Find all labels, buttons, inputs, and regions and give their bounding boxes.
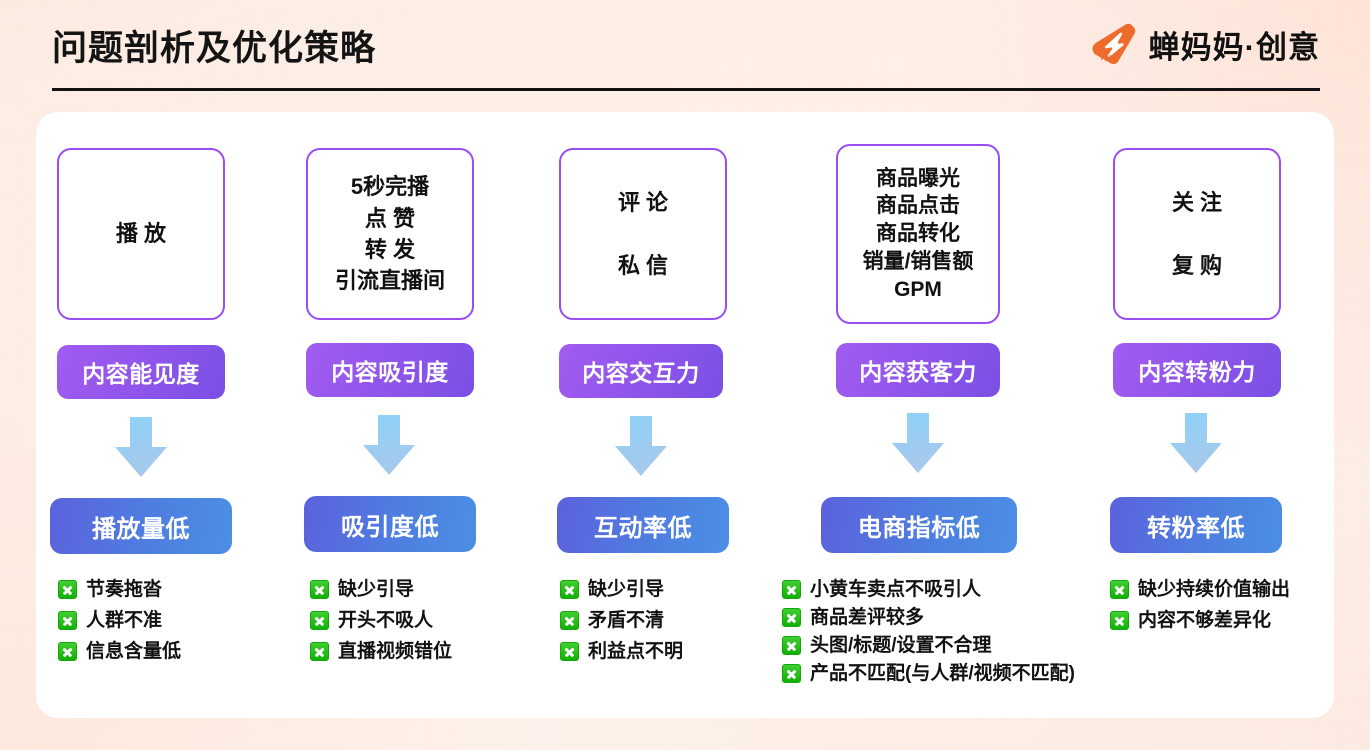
page-header: 问题剖析及优化策略 蝉妈妈·创意 — [0, 0, 1370, 95]
metric-text-4: 商品曝光 商品点击 商品转化 销量/销售额 GPM — [862, 166, 974, 301]
cross-icon — [58, 642, 77, 661]
issue-text: 节奏拖沓 — [86, 579, 163, 600]
issue-list-3: 缺少引导 矛盾不清 利益点不明 — [560, 580, 683, 673]
issue-text: 缺少引导 — [338, 579, 415, 600]
issue-text: 产品不匹配(与人群/视频不匹配) — [810, 663, 1075, 684]
problem-pill-3[interactable]: 互动率低 — [557, 497, 729, 553]
issue-text: 利益点不明 — [588, 641, 684, 662]
diagram-card: 播 放 内容能见度 播放量低 节奏拖沓 — [36, 112, 1334, 718]
issue-text: 开头不吸人 — [338, 610, 434, 631]
list-item: 直播视频错位 — [310, 642, 452, 661]
metric-box-4: 商品曝光 商品点击 商品转化 销量/销售额 GPM — [836, 144, 1000, 324]
page-title: 问题剖析及优化策略 — [52, 29, 377, 68]
problem-pill-1[interactable]: 播放量低 — [50, 498, 232, 554]
issue-list-4: 小黄车卖点不吸引人 商品差评较多 头图/标题/设置不合理 产品不匹配(与人群/视… — [782, 580, 1075, 683]
list-item: 缺少引导 — [310, 580, 452, 599]
problem-pill-5[interactable]: 转粉率低 — [1110, 497, 1282, 553]
capability-pill-4[interactable]: 内容获客力 — [836, 343, 1000, 397]
brand-logo: 蝉妈妈·创意 — [1087, 18, 1320, 70]
issue-text: 矛盾不清 — [588, 610, 665, 631]
list-item: 头图/标题/设置不合理 — [782, 636, 1075, 655]
metric-box-2: 5秒完播 点 赞 转 发 引流直播间 — [306, 148, 474, 320]
issue-text: 直播视频错位 — [338, 641, 453, 662]
cross-icon — [1110, 611, 1129, 630]
metric-box-1: 播 放 — [57, 148, 225, 320]
list-item: 利益点不明 — [560, 642, 683, 661]
brand-name: 蝉妈妈·创意 — [1148, 29, 1320, 65]
capability-pill-1[interactable]: 内容能见度 — [57, 345, 225, 399]
metric-text-3: 评 论 私 信 — [617, 189, 669, 278]
list-item: 缺少持续价值输出 — [1110, 580, 1290, 599]
cross-icon — [310, 580, 329, 599]
cross-icon — [560, 580, 579, 599]
list-item: 节奏拖沓 — [58, 580, 181, 599]
issue-list-5: 缺少持续价值输出 内容不够差异化 — [1110, 580, 1290, 642]
list-item: 小黄车卖点不吸引人 — [782, 580, 1075, 599]
cross-icon — [782, 580, 801, 599]
list-item: 人群不准 — [58, 611, 181, 630]
metric-box-5: 关 注 复 购 — [1113, 148, 1281, 320]
arrow-down-icon-1 — [108, 415, 174, 481]
diagram-columns: 播 放 内容能见度 播放量低 节奏拖沓 — [36, 112, 1334, 718]
capability-pill-3[interactable]: 内容交互力 — [559, 344, 723, 398]
list-item: 矛盾不清 — [560, 611, 683, 630]
capability-pill-2[interactable]: 内容吸引度 — [306, 343, 474, 397]
issue-text: 信息含量低 — [86, 641, 182, 662]
issue-text: 头图/标题/设置不合理 — [810, 635, 992, 656]
list-item: 内容不够差异化 — [1110, 611, 1290, 630]
metric-box-3: 评 论 私 信 — [559, 148, 727, 320]
cross-icon — [310, 642, 329, 661]
list-item: 商品差评较多 — [782, 608, 1075, 627]
capability-pill-5[interactable]: 内容转粉力 — [1113, 343, 1281, 397]
list-item: 信息含量低 — [58, 642, 181, 661]
list-item: 开头不吸人 — [310, 611, 452, 630]
list-item: 缺少引导 — [560, 580, 683, 599]
cross-icon — [560, 642, 579, 661]
issue-text: 缺少持续价值输出 — [1138, 579, 1291, 600]
issue-text: 商品差评较多 — [810, 607, 925, 628]
cross-icon — [1110, 580, 1129, 599]
issue-text: 内容不够差异化 — [1138, 610, 1272, 631]
issue-list-2: 缺少引导 开头不吸人 直播视频错位 — [310, 580, 452, 673]
arrow-down-icon-3 — [608, 414, 674, 480]
metric-text-5: 关 注 复 购 — [1171, 189, 1223, 278]
cross-icon — [58, 611, 77, 630]
metric-text-1: 播 放 — [115, 221, 167, 247]
cross-icon — [782, 664, 801, 683]
cross-icon — [782, 608, 801, 627]
title-divider — [52, 88, 1320, 91]
chanmama-logo-icon — [1087, 18, 1139, 70]
cross-icon — [310, 611, 329, 630]
cross-icon — [58, 580, 77, 599]
problem-pill-4[interactable]: 电商指标低 — [821, 497, 1017, 553]
list-item: 产品不匹配(与人群/视频不匹配) — [782, 664, 1075, 683]
metric-text-2: 5秒完播 点 赞 转 发 引流直播间 — [334, 174, 445, 294]
cross-icon — [560, 611, 579, 630]
arrow-down-icon-5 — [1163, 411, 1229, 477]
issue-text: 缺少引导 — [588, 579, 665, 600]
cross-icon — [782, 636, 801, 655]
issue-text: 小黄车卖点不吸引人 — [810, 579, 982, 600]
arrow-down-icon-2 — [356, 413, 422, 479]
arrow-down-icon-4 — [885, 411, 951, 477]
issue-text: 人群不准 — [86, 610, 163, 631]
issue-list-1: 节奏拖沓 人群不准 信息含量低 — [58, 580, 181, 673]
problem-pill-2[interactable]: 吸引度低 — [304, 496, 476, 552]
